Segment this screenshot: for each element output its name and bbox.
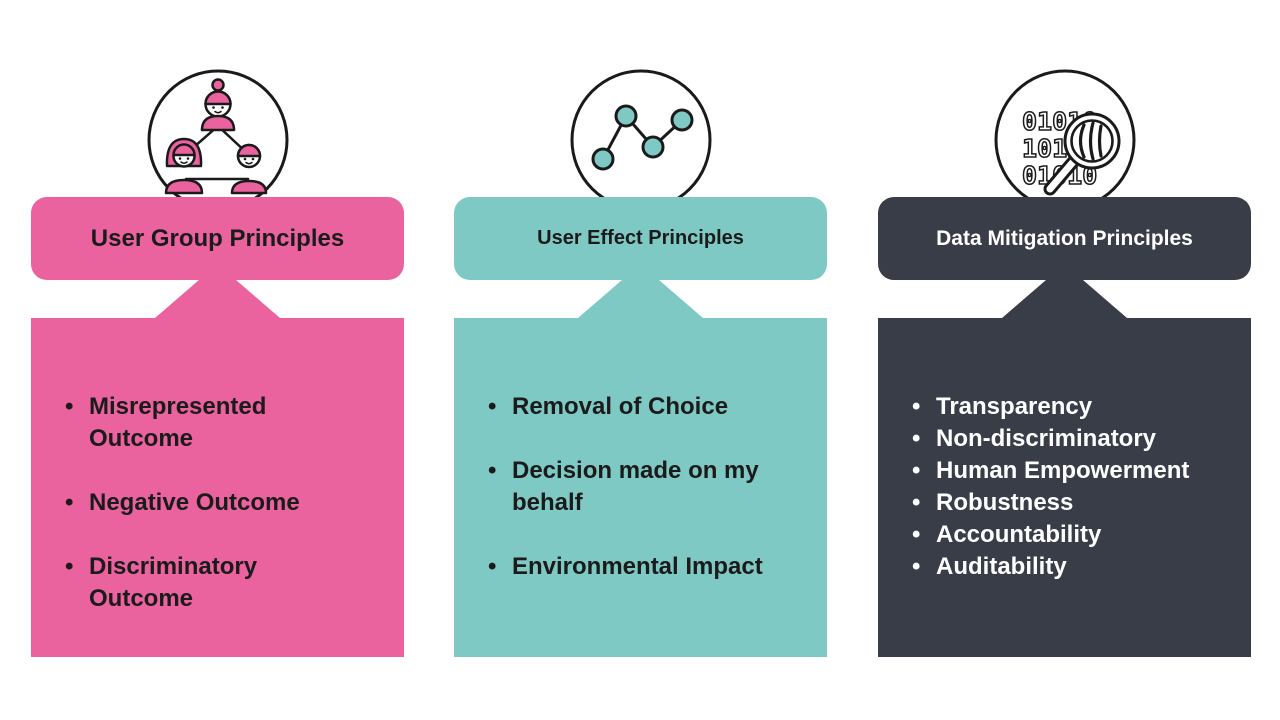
list-item: Human Empowerment — [910, 455, 1211, 487]
list-item: Removal of Choice — [486, 391, 787, 423]
list-item: Non-discriminatory — [910, 423, 1211, 455]
list-user-effect: Removal of Choice Decision made on my be… — [454, 318, 827, 583]
list-item: Auditability — [910, 551, 1211, 583]
list-item: Environmental Impact — [486, 551, 787, 583]
header-data-mitigation-label: Data Mitigation Principles — [936, 226, 1193, 250]
list-item: Transparency — [910, 391, 1211, 423]
header-data-mitigation: Data Mitigation Principles — [878, 197, 1251, 280]
list-item: Accountability — [910, 519, 1211, 551]
body-user-group: Misrepresented Outcome Negative Outcome … — [31, 318, 404, 657]
connector-wedge — [578, 280, 703, 318]
list-item: Discriminatory Outcome — [63, 551, 364, 615]
header-user-group: User Group Principles — [31, 197, 404, 280]
body-data-mitigation: Transparency Non-discriminatory Human Em… — [878, 318, 1251, 657]
connector-wedge — [155, 280, 280, 318]
list-user-group: Misrepresented Outcome Negative Outcome … — [31, 318, 404, 615]
column-user-effect: User Effect Principles Removal of Choice… — [454, 0, 827, 720]
connector-wedge — [1002, 280, 1127, 318]
column-user-group: User Group Principles Misrepresented Out… — [31, 0, 404, 720]
header-user-effect: User Effect Principles — [454, 197, 827, 280]
binary-magnifier-icon: 01010 1010 01010 — [994, 69, 1135, 211]
list-item: Misrepresented Outcome — [63, 391, 364, 455]
list-data-mitigation: Transparency Non-discriminatory Human Em… — [878, 318, 1251, 583]
list-item: Negative Outcome — [63, 487, 364, 519]
people-network-icon — [147, 69, 288, 211]
header-user-group-label: User Group Principles — [90, 224, 345, 252]
list-item: Decision made on my behalf — [486, 455, 787, 519]
body-user-effect: Removal of Choice Decision made on my be… — [454, 318, 827, 657]
header-user-effect-label: User Effect Principles — [537, 227, 744, 249]
column-data-mitigation: 01010 1010 01010 Data Mitigation Princip… — [878, 0, 1251, 720]
list-item: Robustness — [910, 487, 1211, 519]
line-chart-icon — [570, 69, 711, 211]
